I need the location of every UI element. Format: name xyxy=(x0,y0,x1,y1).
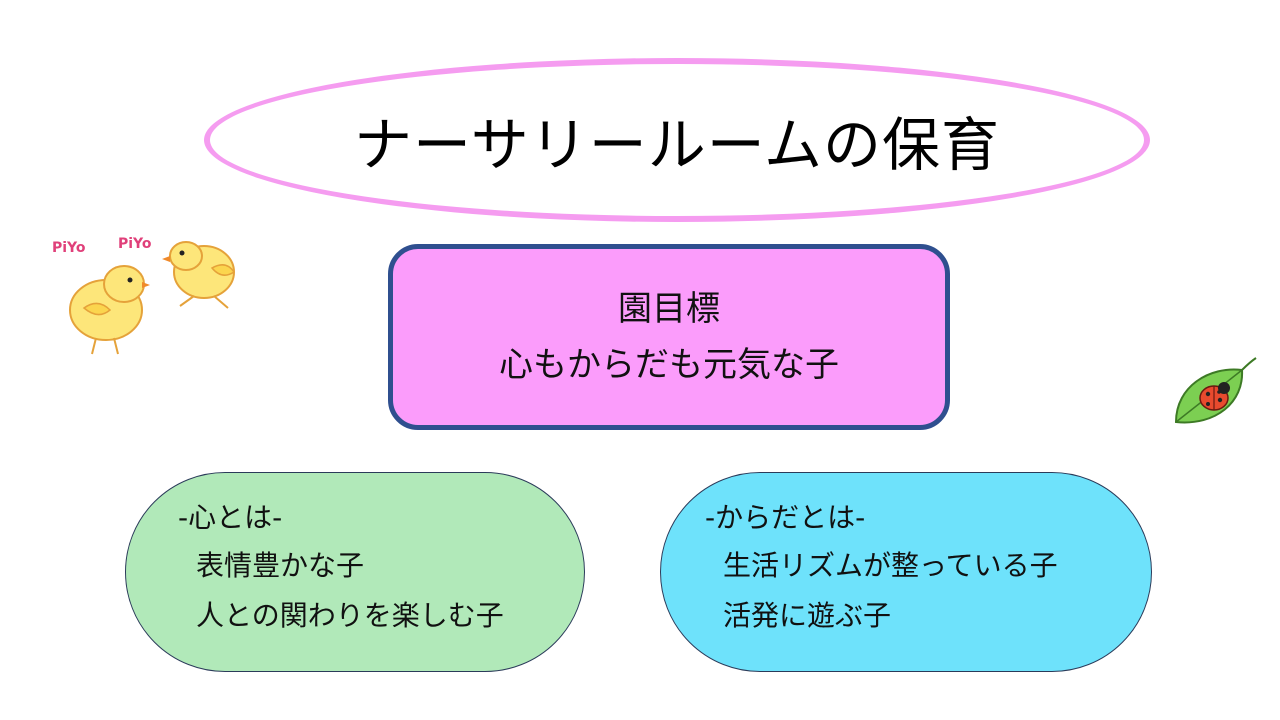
piyo-text-1: PiYo xyxy=(52,240,86,256)
goal-box: 園目標 心もからだも元気な子 xyxy=(388,244,950,430)
chick-icon: PiYo PiYo xyxy=(52,236,236,355)
ladybug-on-leaf-icon xyxy=(1174,357,1257,424)
piyo-text-2: PiYo xyxy=(118,236,152,252)
goal-text: 心もからだも元気な子 xyxy=(499,345,839,385)
goal-heading: 園目標 xyxy=(618,289,720,329)
karada-item: 活発に遊ぶ子 xyxy=(723,599,892,632)
kokoro-item: 表情豊かな子 xyxy=(196,549,365,582)
kokoro-heading: -心とは- xyxy=(178,501,283,534)
kokoro-box: -心とは- 表情豊かな子 人との関わりを楽しむ子 xyxy=(125,472,585,672)
karada-box: -からだとは- 生活リズムが整っている子 活発に遊ぶ子 xyxy=(660,472,1152,672)
title-ellipse: ナーサリールームの保育 xyxy=(204,58,1150,222)
karada-heading: -からだとは- xyxy=(705,501,866,534)
chick-left xyxy=(69,265,150,355)
slide-title: ナーサリールームの保育 xyxy=(353,111,1001,179)
chick-right xyxy=(162,241,236,309)
karada-item: 生活リズムが整っている子 xyxy=(723,549,1058,582)
kokoro-item: 人との関わりを楽しむ子 xyxy=(196,599,504,632)
